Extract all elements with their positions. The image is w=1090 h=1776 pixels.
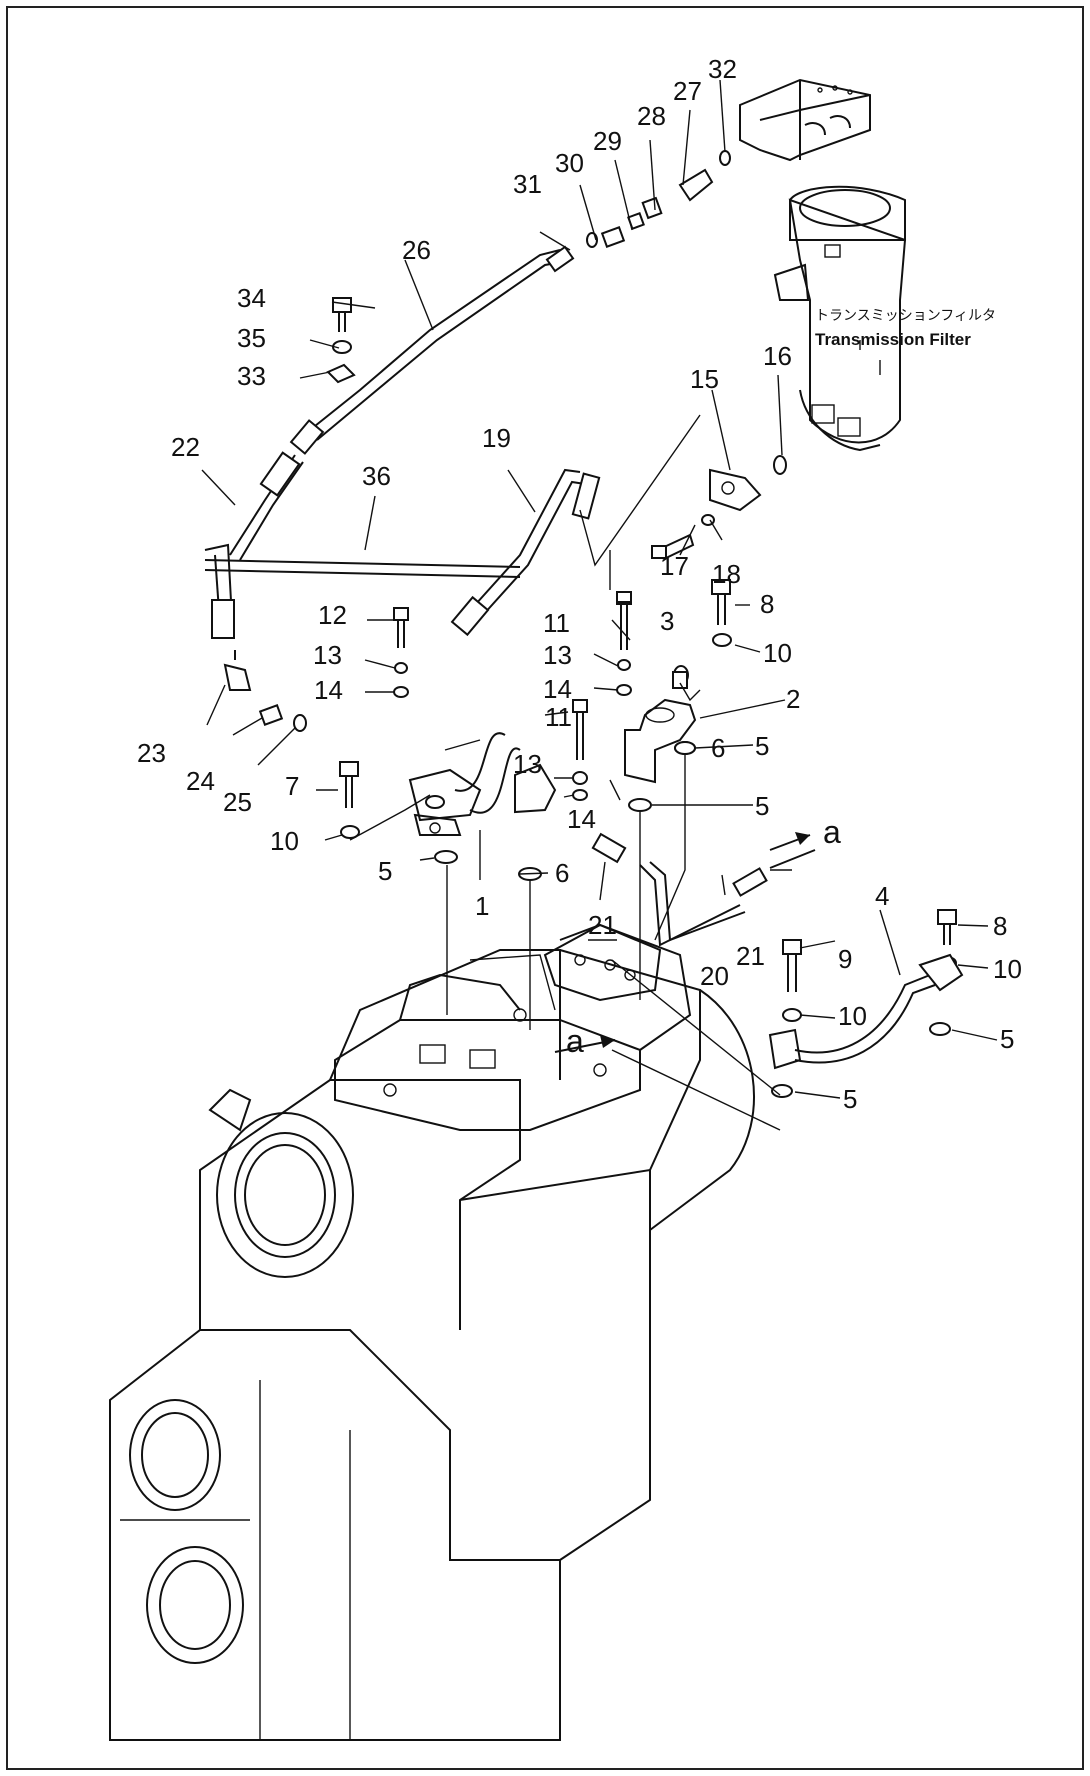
callout-c12: 12 bbox=[318, 600, 347, 630]
callout-c11a: 11 bbox=[543, 608, 570, 638]
callout-c35: 35 bbox=[237, 323, 266, 353]
oring-16 bbox=[773, 455, 787, 475]
callout-c13a: 13 bbox=[313, 640, 342, 670]
valve-block-top bbox=[739, 78, 871, 162]
callout-c24: 24 bbox=[186, 766, 215, 796]
callout-c13b: 13 bbox=[543, 640, 572, 670]
callout-c8b: 8 bbox=[993, 911, 1007, 941]
callout-c10b: 10 bbox=[763, 638, 792, 668]
callout-c11b: 11 bbox=[545, 702, 572, 732]
filter-label-en: Transmission Filter bbox=[815, 330, 971, 349]
callout-c18: 18 bbox=[712, 559, 741, 589]
o-rings bbox=[258, 704, 951, 1098]
callout-c7: 7 bbox=[285, 771, 299, 801]
flange-15 bbox=[651, 468, 762, 560]
callout-c5d: 5 bbox=[1000, 1024, 1014, 1054]
tube-1 bbox=[408, 732, 557, 836]
section-a-arrows bbox=[554, 832, 811, 1053]
callout-c23: 23 bbox=[137, 738, 166, 768]
section-marker-a: a bbox=[823, 814, 841, 850]
callout-c6a: 6 bbox=[555, 858, 569, 888]
callout-c6b: 6 bbox=[711, 733, 725, 763]
callout-c14a: 14 bbox=[314, 675, 343, 705]
bolts bbox=[326, 297, 957, 1022]
callout-c21b: 21 bbox=[736, 941, 765, 971]
callout-c2: 2 bbox=[786, 684, 800, 714]
callout-c10a: 10 bbox=[270, 826, 299, 856]
control-valve bbox=[334, 923, 692, 1131]
callout-c36: 36 bbox=[362, 461, 391, 491]
callout-c13c: 13 bbox=[513, 749, 542, 779]
callout-c22: 22 bbox=[171, 432, 200, 462]
callout-c25: 25 bbox=[223, 787, 252, 817]
callout-c27: 27 bbox=[673, 76, 702, 106]
callout-c34: 34 bbox=[237, 283, 266, 313]
callout-c10d: 10 bbox=[993, 954, 1022, 984]
callout-c21a: 21 bbox=[588, 910, 617, 940]
leader-lines bbox=[201, 79, 998, 1131]
callout-c33: 33 bbox=[237, 361, 266, 391]
callout-c3: 3 bbox=[660, 606, 674, 636]
diagram-frame bbox=[6, 6, 1084, 1770]
callout-c5e: 5 bbox=[843, 1084, 857, 1114]
callout-c10c: 10 bbox=[838, 1001, 867, 1031]
tube-4 bbox=[768, 953, 964, 1070]
callout-c5b: 5 bbox=[755, 731, 769, 761]
callout-c29: 29 bbox=[593, 126, 622, 156]
tube-19 bbox=[450, 468, 601, 637]
callout-c9: 9 bbox=[838, 944, 852, 974]
callout-c15: 15 bbox=[690, 364, 719, 394]
callout-c19: 19 bbox=[482, 423, 511, 453]
callout-c14c: 14 bbox=[567, 804, 596, 834]
fittings-27-32 bbox=[586, 150, 731, 248]
callout-c8a: 8 bbox=[760, 589, 774, 619]
callout-c31: 31 bbox=[513, 169, 542, 199]
callout-c30: 30 bbox=[555, 148, 584, 178]
callout-c1: 1 bbox=[475, 891, 489, 921]
tube-20-connectors bbox=[591, 832, 816, 947]
callout-c5c: 5 bbox=[755, 791, 769, 821]
callout-c16: 16 bbox=[763, 341, 792, 371]
callout-c28: 28 bbox=[637, 101, 666, 131]
callout-c14b: 14 bbox=[543, 674, 572, 704]
transmission-filter bbox=[773, 185, 907, 475]
callout-c26: 26 bbox=[402, 235, 431, 265]
callout-c32: 32 bbox=[708, 54, 737, 84]
filter-label-jp: トランスミッションフィルタ bbox=[815, 308, 996, 324]
section-marker-a: a bbox=[566, 1023, 584, 1059]
callout-c17: 17 bbox=[660, 551, 689, 581]
transmission-housing bbox=[109, 949, 755, 1741]
tube-assembly-22-26-36 bbox=[204, 245, 575, 691]
callout-c5a: 5 bbox=[378, 856, 392, 886]
callout-c4: 4 bbox=[875, 881, 889, 911]
callout-c20: 20 bbox=[700, 961, 729, 991]
